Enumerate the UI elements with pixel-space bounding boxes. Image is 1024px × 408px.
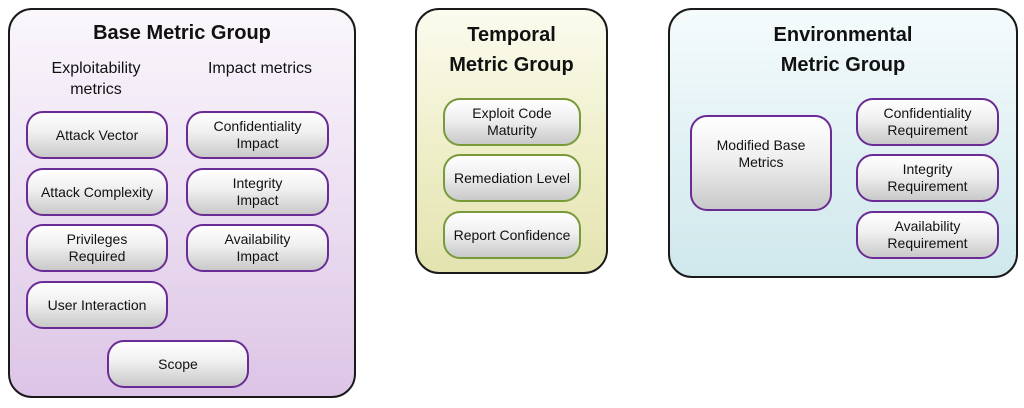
confidentiality-impact-metric[interactable]: Confidentiality Impact (186, 111, 329, 159)
user-interaction-metric[interactable]: User Interaction (26, 281, 168, 329)
environmental-group-title: Environmental Metric Group (773, 24, 913, 76)
availability-impact-metric[interactable]: Availability Impact (186, 224, 329, 272)
temporal-group-title: Temporal Metric Group (449, 24, 574, 76)
exploit-code-maturity-metric[interactable]: Exploit Code Maturity (443, 98, 581, 146)
environmental-metric-group: Environmental Metric Group Modified Base… (668, 8, 1018, 278)
modified-base-metrics[interactable]: Modified Base Metrics (690, 115, 832, 211)
confidentiality-requirement-metric[interactable]: Confidentiality Requirement (856, 98, 999, 146)
availability-requirement-metric[interactable]: Availability Requirement (856, 211, 999, 259)
impact-metrics-heading: Impact metrics (207, 60, 312, 77)
integrity-impact-metric[interactable]: Integrity Impact (186, 168, 329, 216)
remediation-level-metric[interactable]: Remediation Level (443, 154, 581, 202)
attack-vector-metric[interactable]: Attack Vector (26, 111, 168, 159)
attack-complexity-metric[interactable]: Attack Complexity (26, 168, 168, 216)
temporal-metric-group: Temporal Metric Group Exploit Code Matur… (415, 8, 608, 274)
base-group-title: Base Metric Group (93, 22, 271, 44)
scope-metric[interactable]: Scope (107, 340, 249, 388)
integrity-requirement-metric[interactable]: Integrity Requirement (856, 154, 999, 202)
report-confidence-metric[interactable]: Report Confidence (443, 211, 581, 259)
exploitability-metrics-heading: Exploitability metrics (51, 60, 141, 98)
privileges-required-metric[interactable]: Privileges Required (26, 224, 168, 272)
base-metric-group: Base Metric Group Exploitability metrics… (8, 8, 356, 398)
